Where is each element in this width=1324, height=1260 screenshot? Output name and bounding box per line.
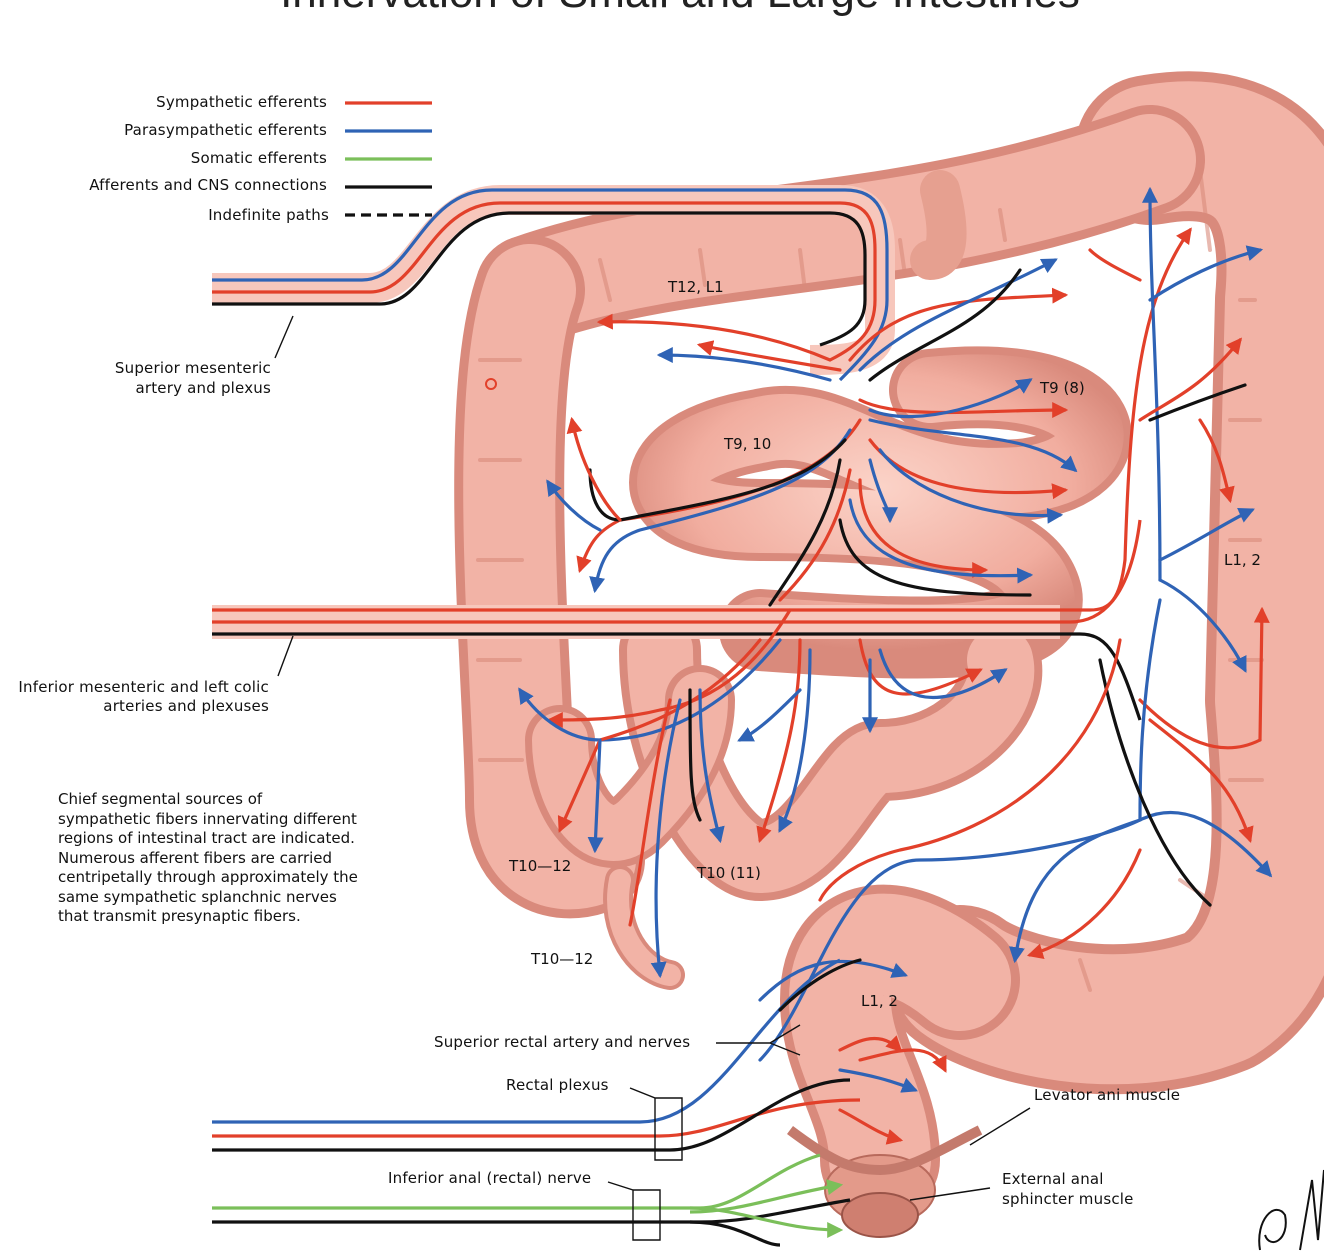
segment-l1-2-low: L1, 2 [861,992,898,1010]
legend-label-parasympathetic: Parasympathetic efferents [124,121,327,139]
caption-text: Chief segmental sources of sympathetic f… [58,790,358,925]
label-inferior-mesenteric-2: arteries and plexuses [103,697,269,715]
segment-t10-12-b: T10—12 [531,950,594,968]
segment-l1-2-right: L1, 2 [1224,551,1261,569]
legend-swatches [345,101,432,217]
legend-label-indefinite: Indefinite paths [208,206,329,224]
nerve-branches [518,186,1273,1145]
diagram-title: Innervation of Small and Large Intestine… [0,0,1324,18]
label-superior-mesenteric-2: artery and plexus [135,379,271,397]
segment-t12-l1: T12, L1 [668,278,724,296]
marker-icon [485,378,497,390]
label-rectal-plexus: Rectal plexus [506,1076,609,1094]
segment-t9-10: T9, 10 [724,435,772,453]
inferior-mesenteric-bundle [212,519,1142,721]
label-levator-ani: Levator ani muscle [1034,1086,1181,1104]
colon [454,71,1324,1220]
rectal-bundles [212,958,861,1247]
legend-label-afferents: Afferents and CNS connections [89,176,327,194]
segment-t10-12-a: T10—12 [509,857,572,875]
segment-t9-8: T9 (8) [1040,379,1085,397]
artist-signature [1258,1169,1324,1251]
label-inferior-mesenteric-1: Inferior mesenteric and left colic [18,678,269,696]
label-external-anal-2: sphincter muscle [1002,1190,1134,1208]
label-external-anal-1: External anal [1002,1170,1104,1188]
label-inferior-anal: Inferior anal (rectal) nerve [388,1169,592,1187]
anal-canal [787,1125,983,1238]
leader-lines [274,315,1031,1241]
legend-label-sympathetic: Sympathetic efferents [156,93,327,111]
segment-t10-11: T10 (11) [697,864,761,882]
legend-label-somatic: Somatic efferents [190,149,327,167]
label-superior-mesenteric-1: Superior mesenteric [114,359,271,377]
label-superior-rectal: Superior rectal artery and nerves [434,1033,691,1051]
